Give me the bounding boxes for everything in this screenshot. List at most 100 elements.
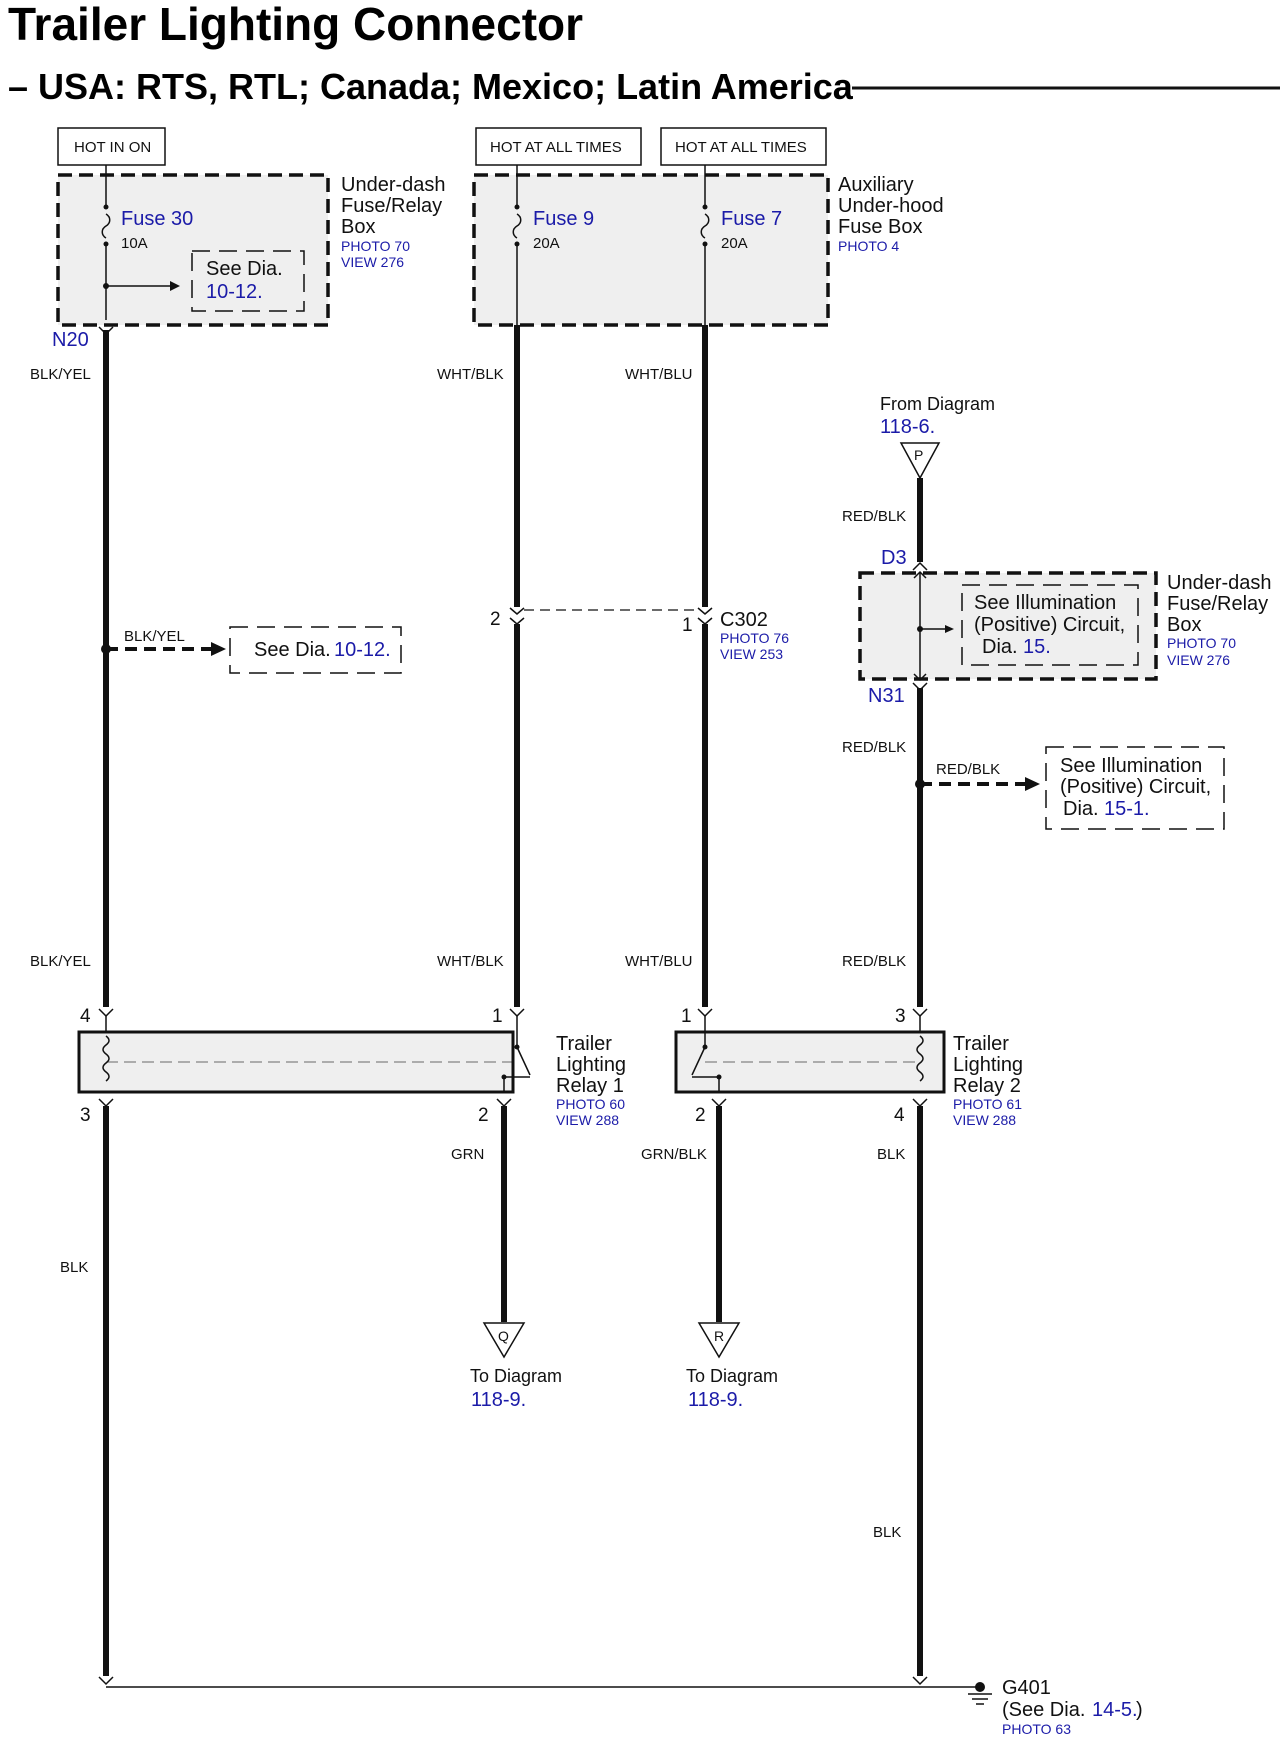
under-dash-fuse-box-1 bbox=[56, 173, 330, 327]
see-dia-text-1: See Dia. bbox=[206, 258, 283, 280]
arrow-icon-2 bbox=[945, 625, 954, 633]
fuse-7-label: Fuse 7 bbox=[721, 208, 782, 230]
aux-box-photo[interactable]: PHOTO 4 bbox=[838, 238, 899, 254]
hot-at-all-times-box-2 bbox=[660, 127, 827, 166]
hot-at-all-times-box-1 bbox=[475, 127, 642, 166]
under-dash-fuse-box-2 bbox=[858, 571, 1158, 681]
ground-g401: G401 bbox=[1002, 1677, 1051, 1699]
ground-see-text: (See Dia. bbox=[1002, 1699, 1085, 1721]
relay-1-name-2: Lighting bbox=[556, 1054, 626, 1076]
relay-1-pin-2: 2 bbox=[478, 1105, 489, 1126]
see-dia-branch-box bbox=[229, 626, 402, 674]
to-diagram-q-text: To Diagram bbox=[470, 1366, 562, 1386]
relay-1-pin-1: 1 bbox=[492, 1006, 503, 1027]
aux-box-name-2: Under-hood bbox=[838, 195, 944, 217]
wire-label-red-blk-2: RED/BLK bbox=[842, 739, 906, 756]
from-diagram-text: From Diagram bbox=[880, 394, 995, 414]
relay-2-name-3: Relay 2 bbox=[953, 1075, 1021, 1097]
see-illum-1-ref[interactable]: 15. bbox=[1023, 636, 1051, 658]
under-dash-box-2-view[interactable]: VIEW 276 bbox=[1167, 652, 1230, 668]
see-dia-box-1 bbox=[191, 250, 305, 312]
relay-1-name-3: Relay 1 bbox=[556, 1075, 624, 1097]
fuse-9-label: Fuse 9 bbox=[533, 208, 594, 230]
wire-label-blk-1: BLK bbox=[60, 1259, 88, 1276]
hot-at-all-times-label-2: HOT AT ALL TIMES bbox=[675, 139, 807, 156]
aux-box-name-3: Fuse Box bbox=[838, 216, 922, 238]
see-illum-1-line-3: Dia. bbox=[982, 636, 1018, 658]
fuse-30-rating: 10A bbox=[121, 235, 148, 252]
ground-photo[interactable]: PHOTO 63 bbox=[1002, 1721, 1071, 1737]
relay-2-pin-2: 2 bbox=[695, 1105, 706, 1126]
see-dia-ref-1[interactable]: 10-12. bbox=[206, 281, 263, 303]
branch-arrow-icon-2 bbox=[1025, 777, 1040, 791]
connector-d3: D3 bbox=[881, 547, 907, 569]
relay-1-photo[interactable]: PHOTO 60 bbox=[556, 1096, 625, 1112]
see-illum-2-line-3: Dia. bbox=[1063, 798, 1099, 820]
see-illum-1-line-1: See Illumination bbox=[974, 592, 1116, 614]
to-diagram-q-ref[interactable]: 118-9. bbox=[471, 1389, 526, 1411]
under-dash-box-1-photo[interactable]: PHOTO 70 bbox=[341, 238, 410, 254]
relay-1-view[interactable]: VIEW 288 bbox=[556, 1112, 619, 1128]
connector-r-label: R bbox=[714, 1328, 724, 1344]
ground-see-ref[interactable]: 14-5. bbox=[1092, 1699, 1138, 1721]
connector-p-label: P bbox=[914, 447, 923, 463]
from-diagram-ref[interactable]: 118-6. bbox=[880, 416, 935, 438]
wire-label-blk-3: BLK bbox=[873, 1524, 901, 1541]
relay-2-name-1: Trailer bbox=[953, 1033, 1009, 1055]
wire-label-grn-blk: GRN/BLK bbox=[641, 1146, 707, 1163]
fuse-9-rating: 20A bbox=[533, 235, 560, 252]
to-diagram-r-ref[interactable]: 118-9. bbox=[688, 1389, 743, 1411]
relay-2-pin-1: 1 bbox=[681, 1006, 692, 1027]
to-diagram-r-text: To Diagram bbox=[686, 1366, 778, 1386]
fuse-7-rating: 20A bbox=[721, 235, 748, 252]
wire-label-red-blk-1: RED/BLK bbox=[842, 508, 906, 525]
wire-label-grn: GRN bbox=[451, 1146, 484, 1163]
under-dash-box-2-name-1: Under-dash bbox=[1167, 572, 1272, 594]
connector-r-symbol bbox=[697, 1322, 741, 1359]
under-dash-box-1-name-1: Under-dash bbox=[341, 174, 446, 196]
see-illum-2-ref[interactable]: 15-1. bbox=[1104, 798, 1150, 820]
wire-label-wht-blu-1: WHT/BLU bbox=[625, 366, 693, 383]
see-illum-1-line-2: (Positive) Circuit, bbox=[974, 614, 1125, 636]
under-dash-box-1-name-3: Box bbox=[341, 216, 375, 238]
wire-label-wht-blk-1: WHT/BLK bbox=[437, 366, 504, 383]
c302-view[interactable]: VIEW 253 bbox=[720, 646, 783, 662]
relay-1-switch-icon bbox=[516, 1046, 531, 1076]
relay-1-pin-4: 4 bbox=[80, 1006, 91, 1027]
connector-q-label: Q bbox=[498, 1328, 509, 1344]
aux-box-name-1: Auxiliary bbox=[838, 174, 914, 196]
under-dash-box-2-name-2: Fuse/Relay bbox=[1167, 593, 1268, 615]
fuse-30-label: Fuse 30 bbox=[121, 208, 193, 230]
see-illum-box-1 bbox=[961, 584, 1139, 666]
wire-label-wht-blk-2: WHT/BLK bbox=[437, 953, 504, 970]
see-dia-branch-ref[interactable]: 10-12. bbox=[334, 639, 391, 661]
relay-2-photo[interactable]: PHOTO 61 bbox=[953, 1096, 1022, 1112]
connector-q-symbol bbox=[482, 1322, 526, 1359]
fuse-30-icon bbox=[101, 213, 111, 239]
hot-in-on-box bbox=[57, 127, 166, 166]
page-subtitle: – USA: RTS, RTL; Canada; Mexico; Latin A… bbox=[8, 66, 854, 107]
connector-p-symbol bbox=[899, 442, 941, 480]
wire-label-red-blk-branch: RED/BLK bbox=[936, 761, 1000, 778]
relay-1-coil-icon bbox=[102, 1035, 110, 1082]
wire-label-blk-yel-2: BLK/YEL bbox=[30, 953, 91, 970]
relay-1-name-1: Trailer bbox=[556, 1033, 612, 1055]
wire-label-red-blk-3: RED/BLK bbox=[842, 953, 906, 970]
branch-arrow-icon bbox=[211, 642, 226, 656]
relay-2-name-2: Lighting bbox=[953, 1054, 1023, 1076]
relay-2-switch-icon bbox=[691, 1046, 706, 1076]
relay-2-view[interactable]: VIEW 288 bbox=[953, 1112, 1016, 1128]
under-dash-box-1-view[interactable]: VIEW 276 bbox=[341, 254, 404, 270]
fuse-9-icon bbox=[512, 213, 522, 239]
c302-photo[interactable]: PHOTO 76 bbox=[720, 630, 789, 646]
relay-1-pin-3: 3 bbox=[80, 1105, 91, 1126]
arrow-icon bbox=[170, 281, 180, 291]
relay-2-coil-icon bbox=[916, 1035, 924, 1082]
under-dash-box-2-photo[interactable]: PHOTO 70 bbox=[1167, 635, 1236, 651]
aux-under-hood-fuse-box bbox=[472, 173, 830, 327]
c302-name: C302 bbox=[720, 609, 768, 631]
trailer-lighting-relay-2 bbox=[674, 1030, 946, 1094]
wire-label-blk-yel-branch: BLK/YEL bbox=[124, 628, 185, 645]
relay-2-pin-3: 3 bbox=[895, 1006, 906, 1027]
